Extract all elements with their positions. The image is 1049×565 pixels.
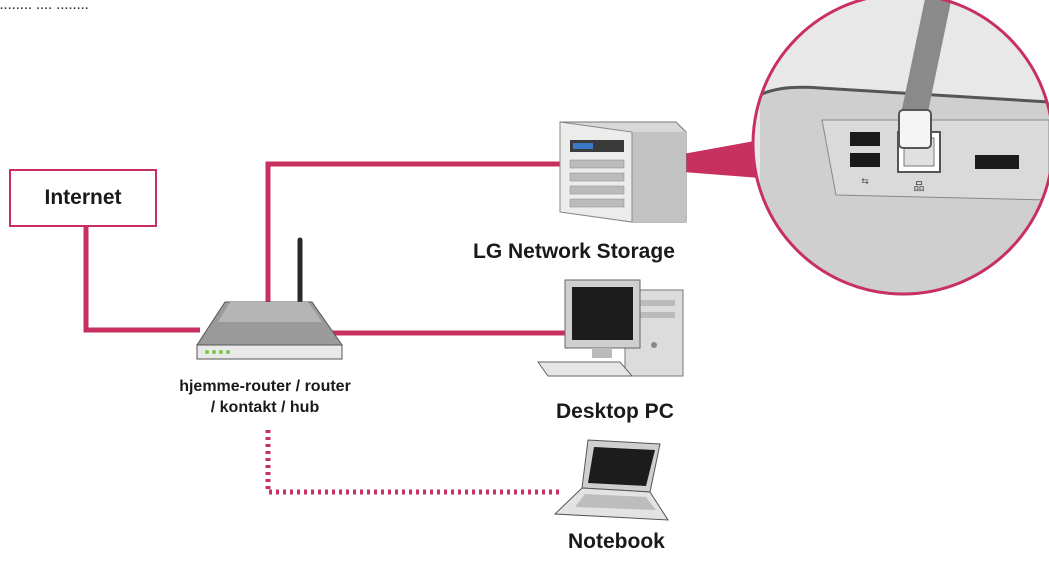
internet-label: Internet [44, 186, 122, 209]
router-label-line1: hjemme-router / router [179, 378, 351, 395]
line-internet-router [83, 227, 200, 333]
laptop-icon [553, 439, 669, 521]
router-label: hjemme-router / router / kontakt / hub [140, 376, 390, 418]
internet-node: Internet [9, 169, 157, 227]
storage-label: LG Network Storage [473, 240, 675, 263]
header-fragment: ........ .... ........ [0, 0, 90, 12]
desktop-label: Desktop PC [556, 400, 674, 423]
notebook-label: Notebook [568, 530, 665, 553]
svg-text:⇆: ⇆ [861, 177, 869, 187]
router-icon [196, 237, 343, 360]
svg-text:品: 品 [914, 180, 925, 193]
router-label-line2: / kontakt / hub [210, 399, 320, 416]
nas-icon [559, 121, 687, 223]
line-router-notebook [265, 430, 560, 495]
zoom-connector [683, 140, 760, 178]
line-router-storage [265, 161, 560, 310]
desktop-pc-icon [537, 279, 684, 377]
lan-port-zoom: ⇆ 品 [751, 0, 1049, 296]
connection-lines [83, 161, 575, 495]
